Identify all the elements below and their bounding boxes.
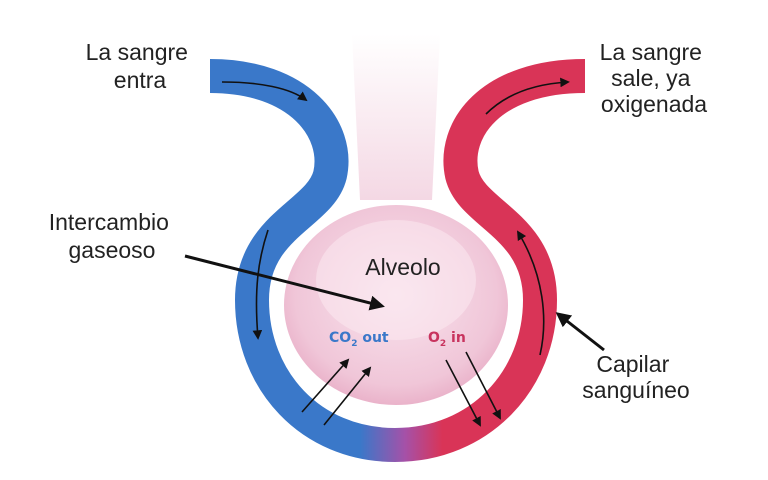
flow-arrow-right-ascend [517, 230, 545, 356]
blood-out-label: La sangre sale, ya oxigenada [600, 39, 709, 117]
co2-subscript: 2 [351, 339, 357, 349]
flow-arrow-left-descend [252, 229, 269, 340]
blood-in-label: La sangre entra [86, 39, 195, 93]
co2-suffix: out [357, 330, 388, 346]
co2-out-label: CO2 out [329, 330, 389, 349]
flow-arrow-exit [485, 77, 570, 115]
gas-exchange-line-2: gaseoso [69, 237, 156, 263]
alveolus-inner-highlight [316, 220, 476, 340]
o2-in-arrow-1 [445, 359, 481, 427]
o2-in-arrow-2 [465, 351, 501, 420]
capillary-pointer-arrow [555, 312, 605, 352]
blood-out-line-1: La sangre [600, 39, 702, 65]
gas-exchange-line-1: Intercambio [49, 209, 169, 235]
blood-in-line-1: La sangre [86, 39, 188, 65]
gas-exchange-label: Intercambio gaseoso [49, 209, 176, 263]
capillary-label: Capilar sanguíneo [582, 351, 689, 403]
blood-out-line-3: oxigenada [601, 91, 707, 117]
o2-in-label: O2 in [428, 330, 466, 349]
capillary-tube [209, 59, 586, 463]
blood-in-line-2: entra [114, 67, 167, 93]
o2-suffix: in [446, 330, 466, 346]
co2-out-arrow-2 [323, 366, 372, 426]
capillary-line-1: Capilar [596, 351, 669, 377]
capillary-line-2: sanguíneo [582, 377, 689, 403]
flow-arrow-entry [221, 81, 308, 102]
blood-out-line-2: sale, ya [611, 65, 690, 91]
gas-exchange-pointer-arrow [184, 254, 385, 311]
alveolus-label: Alveolo [365, 254, 440, 280]
o2-subscript: 2 [440, 339, 446, 349]
alveolus-neck [352, 34, 440, 200]
co2-base: CO [329, 330, 351, 346]
o2-base: O [428, 330, 440, 346]
co2-out-arrow-1 [301, 358, 350, 413]
